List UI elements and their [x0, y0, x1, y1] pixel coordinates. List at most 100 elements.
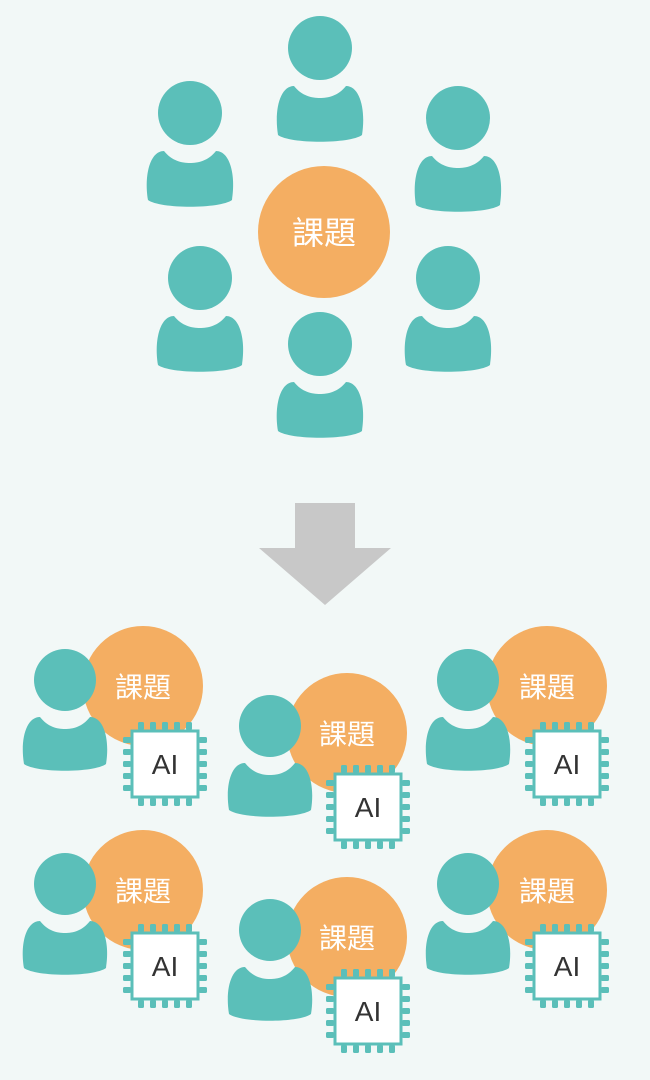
ai-label: AI	[152, 951, 178, 982]
chip-pin	[552, 1000, 558, 1008]
chip-pin	[186, 722, 192, 730]
chip-pin	[402, 816, 410, 822]
chip-pin	[199, 761, 207, 767]
chip-pin	[552, 924, 558, 932]
person-ai-unit: 課題 AI	[425, 626, 609, 806]
chip-pin	[162, 924, 168, 932]
chip-pin	[377, 1045, 383, 1053]
chip-pin	[365, 841, 371, 849]
down-arrow-icon	[259, 503, 391, 605]
chip-pin	[150, 798, 156, 806]
chip-pin	[199, 951, 207, 957]
chip-pin	[601, 951, 609, 957]
chip-pin	[564, 1000, 570, 1008]
person-icon	[276, 312, 364, 438]
chip-pin	[402, 984, 410, 990]
chip-pin	[353, 841, 359, 849]
chip-pin	[123, 951, 131, 957]
chip-pin	[326, 780, 334, 786]
chip-pin	[601, 737, 609, 743]
chip-pin	[389, 841, 395, 849]
issue-circle	[258, 166, 390, 298]
chip-pin	[389, 765, 395, 773]
ai-chip-icon: AI	[123, 722, 207, 806]
chip-pin	[326, 1032, 334, 1038]
issue-label: 課題	[519, 875, 575, 908]
chip-pin	[564, 924, 570, 932]
chip-pin	[150, 924, 156, 932]
ai-label: AI	[554, 749, 580, 780]
chip-pin	[150, 1000, 156, 1008]
chip-pin	[123, 737, 131, 743]
chip-pin	[525, 761, 533, 767]
chip-pin	[601, 939, 609, 945]
person-icon	[425, 853, 511, 975]
bottom-group: 課題 AI 課題 AI	[22, 626, 609, 1053]
chip-pin	[525, 773, 533, 779]
person-ai-unit: 課題 AI	[425, 830, 609, 1008]
chip-pin	[341, 841, 347, 849]
issue-circle	[83, 626, 203, 746]
issue-label: 課題	[319, 718, 375, 751]
chip-pin	[199, 737, 207, 743]
chip-pin	[138, 1000, 144, 1008]
person-icon	[156, 246, 244, 372]
ai-chip-icon: AI	[123, 924, 207, 1008]
chip-pin	[402, 1020, 410, 1026]
chip-pin	[402, 1008, 410, 1014]
chip-pin	[199, 963, 207, 969]
chip-pin	[601, 749, 609, 755]
ai-label: AI	[355, 996, 381, 1027]
chip-pin	[150, 722, 156, 730]
chip-pin	[402, 792, 410, 798]
chip-pin	[199, 785, 207, 791]
person-icon	[146, 81, 234, 207]
chip-pin	[601, 785, 609, 791]
top-group: 課題	[146, 16, 502, 438]
chip-pin	[402, 1032, 410, 1038]
chip-pin	[326, 984, 334, 990]
chip-pin	[601, 963, 609, 969]
issue-circle	[287, 877, 407, 997]
person-icon	[227, 695, 313, 817]
chip-pin	[402, 804, 410, 810]
chip-pin	[326, 1008, 334, 1014]
chip-pin	[123, 773, 131, 779]
ai-label: AI	[152, 749, 178, 780]
chip-pin	[138, 722, 144, 730]
issue-circle	[83, 830, 203, 950]
chip-pin	[540, 798, 546, 806]
chip-pin	[199, 987, 207, 993]
chip-pin	[353, 969, 359, 977]
chip-pin	[540, 722, 546, 730]
ai-chip-icon: AI	[525, 722, 609, 806]
chip-pin	[341, 765, 347, 773]
issue-circle	[487, 626, 607, 746]
person-icon	[425, 649, 511, 771]
ai-chip-icon: AI	[326, 765, 410, 849]
person-icon	[414, 86, 502, 212]
chip-pin	[365, 969, 371, 977]
ai-chip-icon: AI	[326, 969, 410, 1053]
chip-pin	[123, 975, 131, 981]
chip-pin	[576, 924, 582, 932]
chip-pin	[341, 1045, 347, 1053]
chip-pin	[326, 804, 334, 810]
chip-pin	[138, 798, 144, 806]
chip-pin	[326, 816, 334, 822]
chip-pin	[174, 924, 180, 932]
chip-pin	[576, 798, 582, 806]
chip-pin	[576, 1000, 582, 1008]
chip-pin	[341, 969, 347, 977]
issue-label: 課題	[519, 671, 575, 704]
issue-label: 課題	[292, 214, 356, 252]
chip-pin	[123, 963, 131, 969]
chip-pin	[123, 785, 131, 791]
chip-pin	[540, 924, 546, 932]
chip-pin	[552, 798, 558, 806]
chip-pin	[162, 798, 168, 806]
chip-pin	[162, 722, 168, 730]
chip-pin	[186, 798, 192, 806]
chip-pin	[377, 765, 383, 773]
person-icon	[22, 853, 108, 975]
